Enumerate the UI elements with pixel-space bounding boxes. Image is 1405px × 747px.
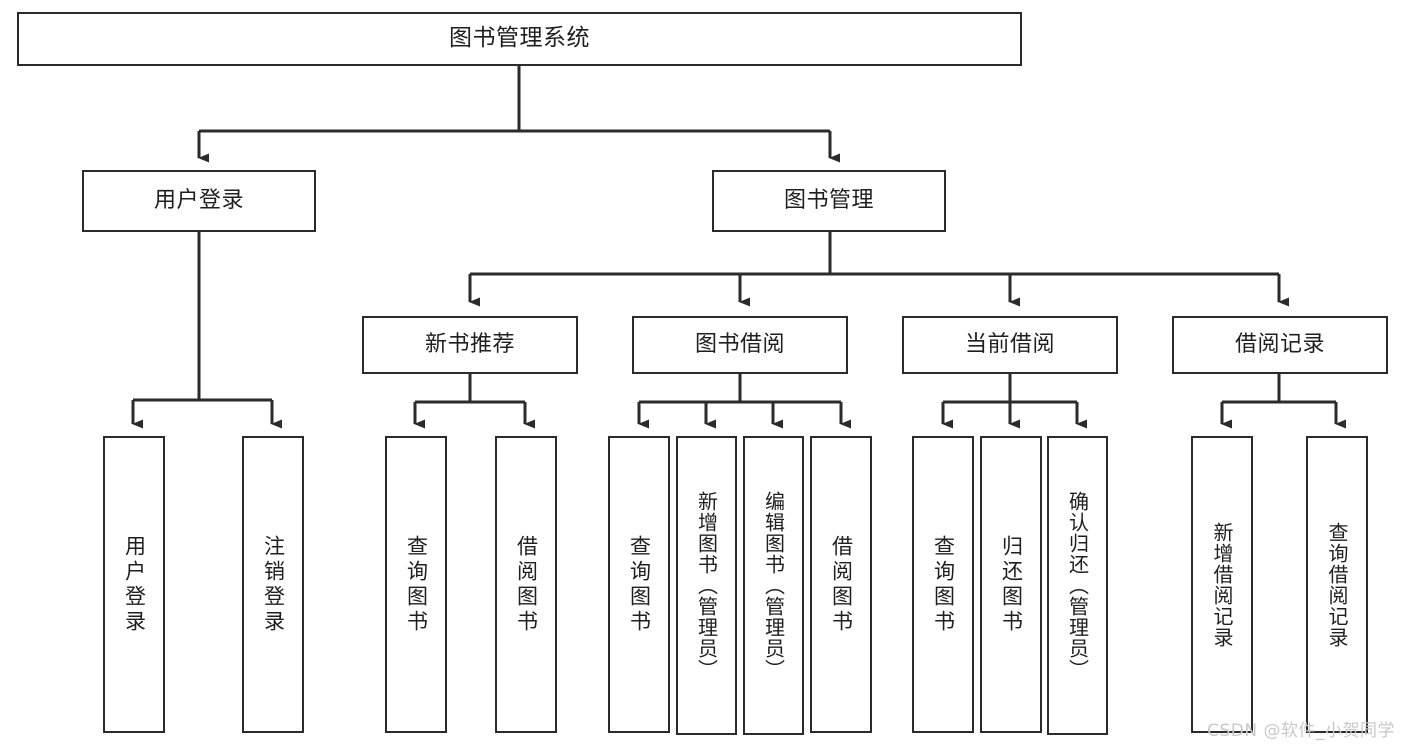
node-label: 查询借阅记录 <box>1325 521 1349 648</box>
node-borrow-records[interactable]: 借阅记录 <box>1172 316 1388 374</box>
leaf-logout[interactable]: 注销登录 <box>242 436 304 733</box>
leaf-borrow-book[interactable]: 借阅图书 <box>810 436 872 733</box>
node-label: 归还图书 <box>999 534 1024 635</box>
leaf-confirm-return-admin[interactable]: 确认归还（管理员） <box>1047 436 1108 735</box>
node-label: 新书推荐 <box>424 331 515 357</box>
node-label: 图书管理 <box>783 187 874 213</box>
node-label: 借阅图书 <box>514 534 539 635</box>
node-label: 图书管理系统 <box>449 25 590 52</box>
node-label: 图书借阅 <box>694 331 785 357</box>
leaf-borrow-book-recommend[interactable]: 借阅图书 <box>495 436 557 733</box>
node-label: 用户登录 <box>153 187 244 213</box>
leaf-edit-book-admin[interactable]: 编辑图书（管理员） <box>743 436 804 735</box>
leaf-return-book[interactable]: 归还图书 <box>980 436 1042 733</box>
leaf-add-book-admin[interactable]: 新增图书（管理员） <box>676 436 737 735</box>
node-new-book-recommend[interactable]: 新书推荐 <box>362 316 578 374</box>
node-user-login[interactable]: 用户登录 <box>82 170 316 232</box>
node-label: 当前借阅 <box>964 331 1055 357</box>
node-label: 借阅图书 <box>829 534 854 635</box>
leaf-query-borrow-record[interactable]: 查询借阅记录 <box>1306 436 1368 733</box>
node-book-management[interactable]: 图书管理 <box>712 170 946 232</box>
node-label: 编辑图书（管理员） <box>761 491 786 680</box>
leaf-query-book-current[interactable]: 查询图书 <box>912 436 974 733</box>
node-label: 用户登录 <box>122 534 147 635</box>
node-book-borrow[interactable]: 图书借阅 <box>632 316 848 374</box>
leaf-user-login[interactable]: 用户登录 <box>103 436 165 733</box>
node-label: 查询图书 <box>627 534 652 635</box>
node-label: 借阅记录 <box>1234 331 1325 357</box>
node-label: 查询图书 <box>931 534 956 635</box>
node-root[interactable]: 图书管理系统 <box>17 12 1022 66</box>
node-label: 新增图书（管理员） <box>694 491 719 680</box>
node-current-borrow[interactable]: 当前借阅 <box>902 316 1118 374</box>
leaf-query-book-borrow[interactable]: 查询图书 <box>608 436 670 733</box>
node-label: 新增借阅记录 <box>1210 521 1234 648</box>
leaf-add-borrow-record[interactable]: 新增借阅记录 <box>1191 436 1253 733</box>
leaf-query-book-recommend[interactable]: 查询图书 <box>385 436 447 733</box>
node-label: 注销登录 <box>261 534 286 635</box>
node-label: 确认归还（管理员） <box>1065 491 1090 680</box>
node-label: 查询图书 <box>404 534 429 635</box>
